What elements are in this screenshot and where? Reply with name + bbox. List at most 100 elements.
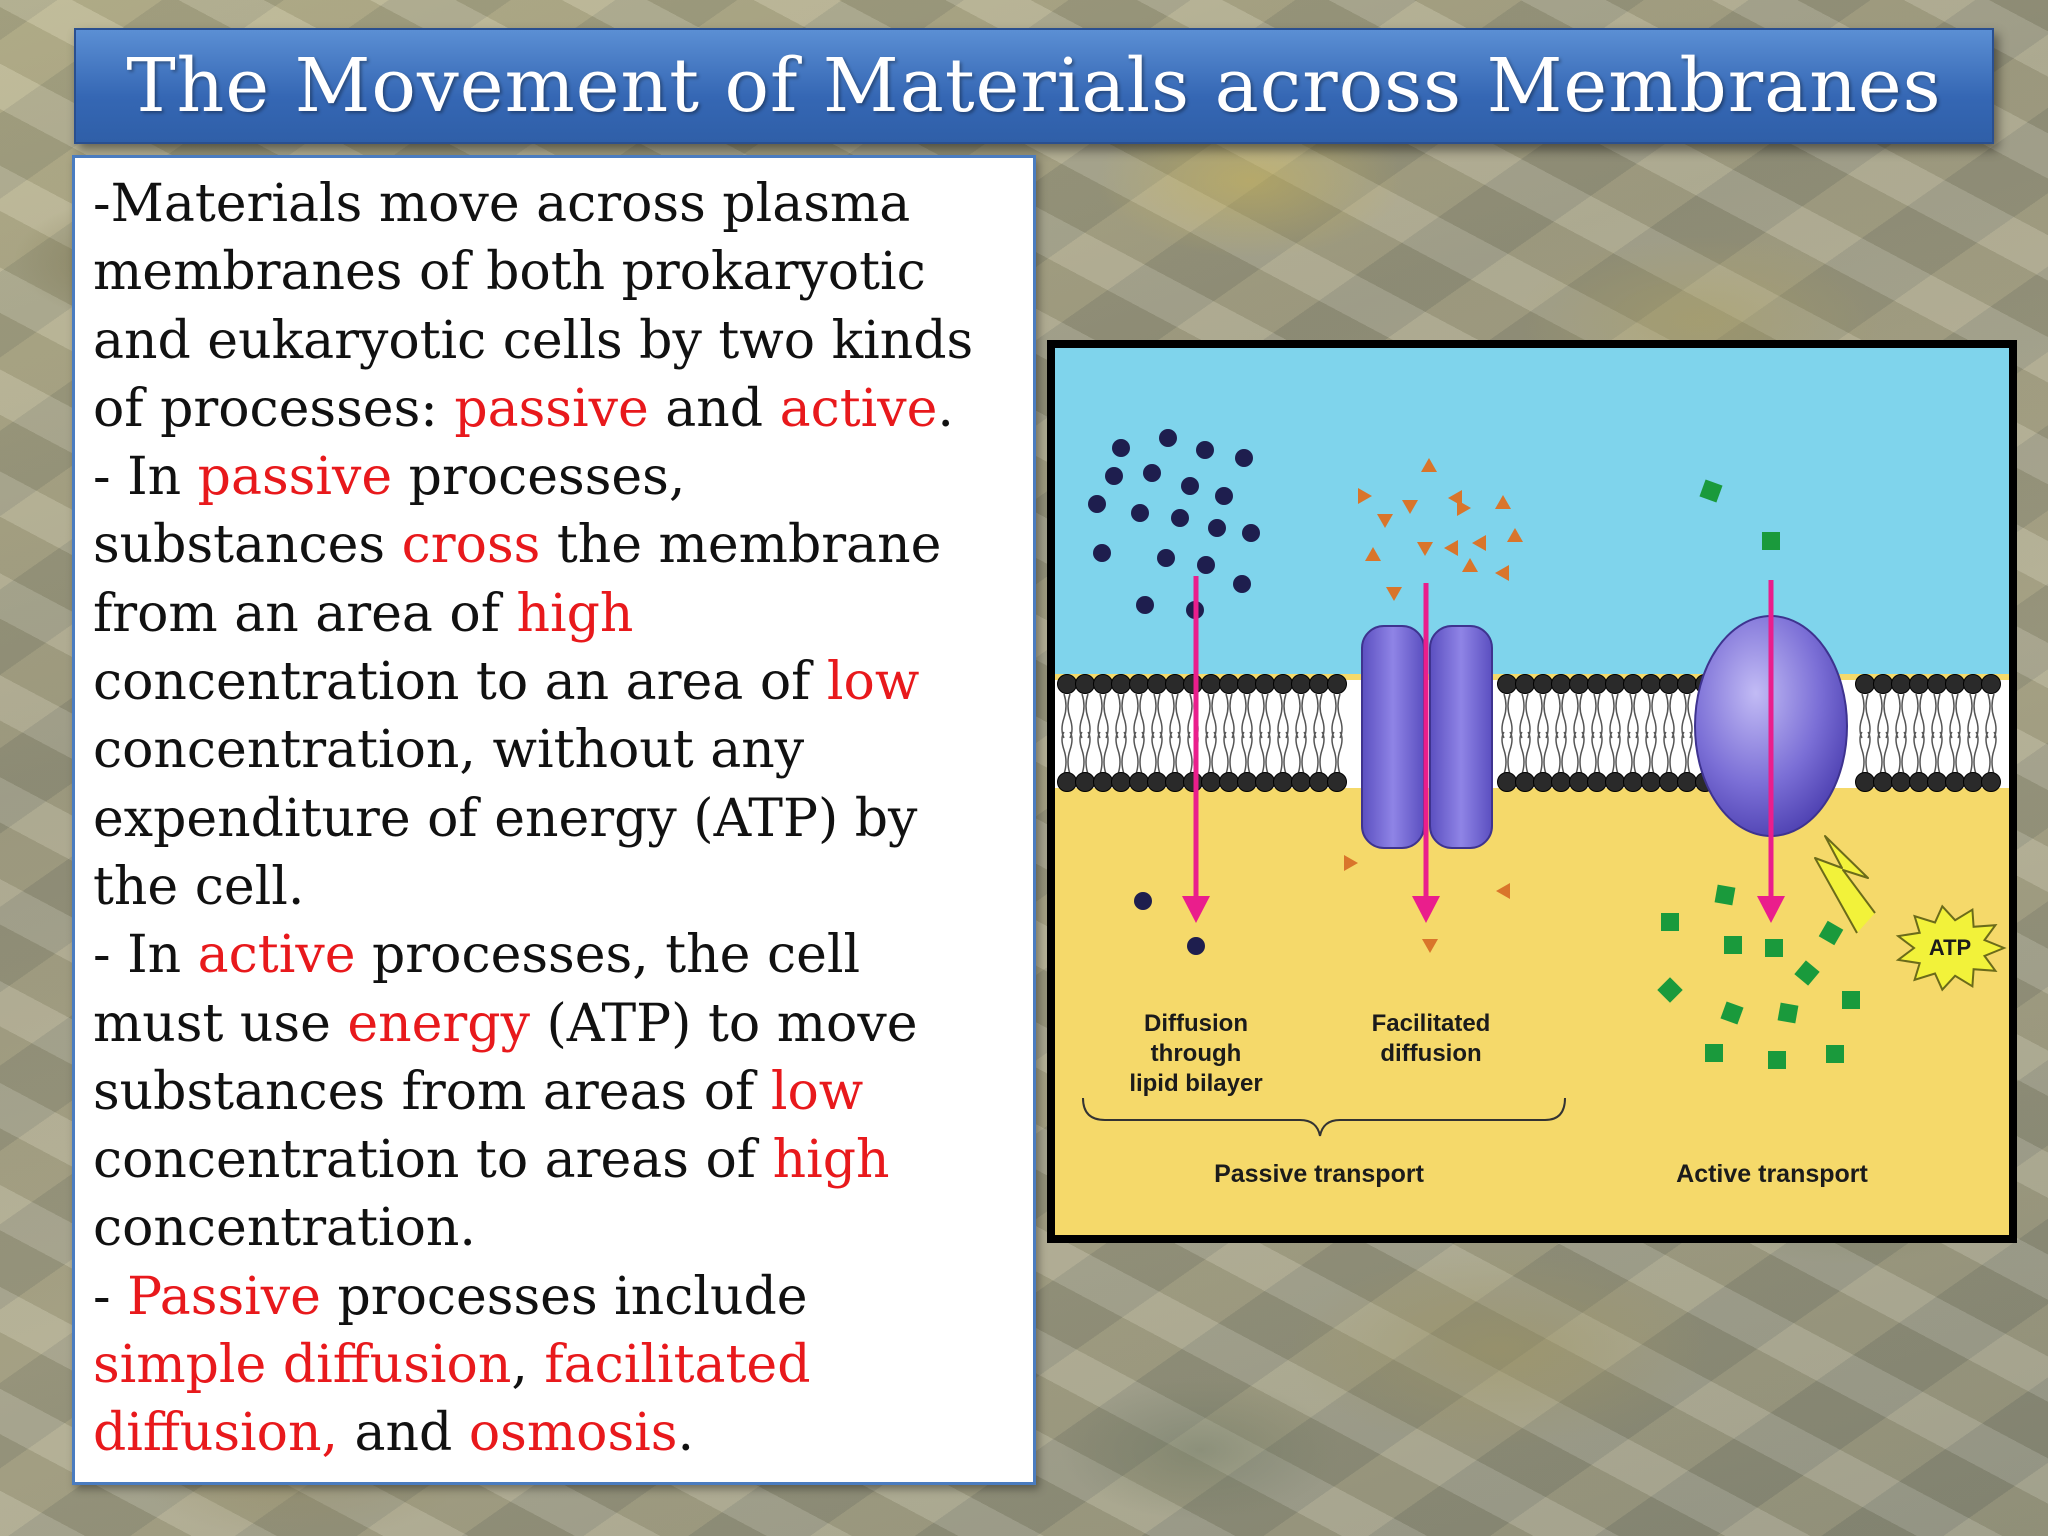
- lipid-tail: [1133, 731, 1139, 775]
- lipid-tail: [1247, 693, 1253, 739]
- body-text-segment: and: [648, 378, 780, 439]
- facilitated-label-1: Facilitated: [1372, 1010, 1491, 1037]
- phospholipid-head: [1909, 772, 1929, 792]
- lipid-tail: [1337, 731, 1343, 775]
- solute-dot: [1242, 524, 1260, 542]
- solute-triangle: [1422, 939, 1438, 953]
- lipid-tail: [1633, 731, 1639, 775]
- lipid-tail: [1985, 693, 1991, 739]
- lipid-tail: [1525, 693, 1531, 739]
- phospholipid-head: [1981, 772, 2001, 792]
- lipid-tail: [1681, 693, 1687, 739]
- lipid-tail: [1115, 693, 1121, 739]
- body-text-segment: the membrane: [540, 515, 942, 576]
- lipid-tail: [1543, 693, 1549, 739]
- phospholipid-head: [1147, 772, 1167, 792]
- solute-dot: [1131, 504, 1149, 522]
- solute-dot: [1181, 477, 1199, 495]
- highlighted-term: diffusion,: [93, 1403, 338, 1464]
- solute-dot: [1143, 464, 1161, 482]
- lipid-tail: [1157, 731, 1163, 775]
- phospholipid-head: [1659, 674, 1679, 694]
- phospholipid-head: [1165, 772, 1185, 792]
- body-text-segment: the cell.: [93, 856, 305, 917]
- phospholipid-head: [1237, 772, 1257, 792]
- phospholipid-head: [1219, 674, 1239, 694]
- solute-dot: [1196, 441, 1214, 459]
- phospholipid-head: [1873, 674, 1893, 694]
- phospholipid-head: [1623, 674, 1643, 694]
- lipid-tail: [1175, 731, 1181, 775]
- lipid-tail: [1085, 693, 1091, 739]
- diffusion-label-2: through: [1151, 1040, 1242, 1067]
- lipid-tail: [1085, 731, 1091, 775]
- body-text-segment: concentration.: [93, 1198, 476, 1259]
- lipid-tail: [1061, 693, 1067, 739]
- lipid-tail: [1283, 731, 1289, 775]
- phospholipid-head: [1327, 772, 1347, 792]
- highlighted-term: simple diffusion: [93, 1335, 512, 1396]
- body-text-segment: substances: [93, 515, 402, 576]
- lipid-tail: [1573, 693, 1579, 739]
- lipid-tail: [1901, 731, 1907, 775]
- body-text-segment: membranes of both prokaryotic: [93, 242, 926, 303]
- lipid-tail: [1301, 731, 1307, 775]
- phospholipid-head: [1677, 772, 1697, 792]
- lipid-tail: [1187, 693, 1193, 739]
- solute-square: [1724, 936, 1742, 954]
- body-text-segment: must use: [93, 993, 348, 1054]
- lipid-tail: [1651, 693, 1657, 739]
- lipid-tail: [1973, 731, 1979, 775]
- lipid-tail: [1537, 731, 1543, 775]
- solute-dot: [1235, 449, 1253, 467]
- lipid-tail: [1169, 693, 1175, 739]
- lipid-tail: [1877, 731, 1883, 775]
- solute-dot: [1197, 556, 1215, 574]
- lipid-tail: [1555, 693, 1561, 739]
- body-text-segment: and eukaryotic cells by two kinds: [93, 310, 974, 371]
- lipid-tail: [1121, 731, 1127, 775]
- lipid-tail: [1913, 693, 1919, 739]
- lipid-tail: [1283, 693, 1289, 739]
- lipid-bilayer-core: [1055, 680, 2009, 788]
- lipid-tail: [1609, 731, 1615, 775]
- solute-dot: [1159, 429, 1177, 447]
- text-panel: [72, 155, 1036, 1485]
- lipid-tail: [1295, 731, 1301, 775]
- membrane-transport-diagram: ATP Diffusion through lipid bilayer Faci…: [1047, 340, 2017, 1243]
- phospholipid-head: [1891, 674, 1911, 694]
- highlighted-term: energy: [347, 993, 530, 1054]
- solute-dot: [1134, 892, 1152, 910]
- lipid-tail: [1241, 693, 1247, 739]
- lipid-tail: [1663, 731, 1669, 775]
- body-text-segment: -: [93, 1266, 128, 1327]
- phospholipid-head: [1093, 772, 1113, 792]
- lipid-tail: [1079, 731, 1085, 775]
- lipid-tail: [1067, 731, 1073, 775]
- lipid-tail: [1205, 731, 1211, 775]
- lipid-tail: [1259, 693, 1265, 739]
- solute-dot: [1157, 549, 1175, 567]
- phospholipid-head: [1291, 772, 1311, 792]
- phospholipid-head: [1605, 674, 1625, 694]
- solute-dot: [1208, 519, 1226, 537]
- phospholipid-head: [1147, 674, 1167, 694]
- solute-square: [1720, 1001, 1744, 1025]
- lipid-tail: [1669, 731, 1675, 775]
- lipid-tail: [1991, 731, 1997, 775]
- lipid-tail: [1519, 693, 1525, 739]
- body-text-segment: and: [338, 1403, 469, 1464]
- solute-square: [1768, 1051, 1786, 1069]
- solute-dot: [1215, 487, 1233, 505]
- highlighted-term: active: [779, 378, 938, 439]
- lipid-tail: [1061, 731, 1067, 775]
- lipid-tail: [1949, 693, 1955, 739]
- lipid-tail: [1913, 731, 1919, 775]
- lipid-tail: [1609, 693, 1615, 739]
- highlighted-term: low: [770, 1061, 864, 1122]
- solute-triangle: [1507, 528, 1523, 542]
- solute-triangle: [1495, 565, 1509, 581]
- body-text-segment: ,: [511, 1335, 545, 1396]
- energy-bolt: [1814, 835, 1876, 934]
